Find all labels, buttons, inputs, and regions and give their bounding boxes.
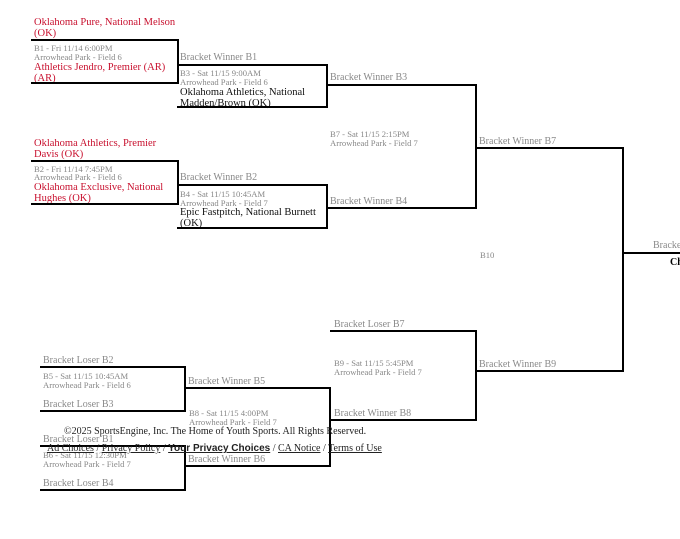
b4-bottom-team[interactable]: Epic Fastpitch, National Burnett (OK) (180, 207, 316, 229)
bracket-line (177, 106, 328, 108)
b8-top-slot: Bracket Winner B5 (188, 376, 266, 387)
bracket-line (40, 445, 186, 447)
bracket-line (475, 330, 477, 421)
b10-game-label: B10 (480, 250, 495, 260)
bracket-line (622, 252, 680, 254)
bracket-line (326, 84, 477, 86)
b3-game-location: Arrowhead Park - Field 6 (180, 77, 268, 87)
b10-top-slot: Bracket Winner B7 (479, 136, 557, 147)
b9-top-slot: Bracket Loser B7 (334, 319, 405, 330)
b4-game-location: Arrowhead Park - Field 7 (180, 198, 268, 208)
b4-game-time: B4 - Sat 11/15 10:45AM (180, 189, 266, 199)
bracket-line (475, 84, 477, 209)
final-slot-label: Bracke (653, 240, 680, 251)
b3-top-slot: Bracket Winner B1 (180, 52, 258, 63)
ad-choices-link[interactable]: Ad Choices (47, 443, 94, 454)
bracket-line (40, 489, 186, 491)
footer-separator: / (272, 443, 276, 454)
b5-game-time: B5 - Sat 11/15 10:45AM (43, 371, 129, 381)
bracket-line (475, 147, 624, 149)
bracket-line (40, 366, 186, 368)
b6-game-location: Arrowhead Park - Field 7 (43, 459, 131, 469)
b1-team1[interactable]: Oklahoma Pure, National Melson (OK) (34, 17, 176, 39)
b4-top-slot: Bracket Winner B2 (180, 172, 258, 183)
footer-separator: / (96, 443, 100, 454)
bracket-line (184, 387, 331, 389)
bracket-line (177, 184, 328, 186)
b8-game-location: Arrowhead Park - Field 7 (189, 417, 277, 427)
b7-bottom-slot: Bracket Winner B4 (330, 196, 408, 207)
b10-bottom-slot: Bracket Winner B9 (479, 359, 557, 370)
bracket-line (184, 366, 186, 412)
bracket-line (184, 445, 186, 491)
b2-game-location: Arrowhead Park - Field 6 (34, 172, 122, 182)
bracket-line (329, 387, 331, 467)
footer-separator: / (323, 443, 326, 454)
b3-game-time: B3 - Sat 11/15 9:00AM (180, 68, 261, 78)
b2-game-time: B2 - Fri 11/14 7:45PM (34, 164, 113, 174)
bracket-line (330, 419, 477, 421)
bracket-line (326, 207, 477, 209)
b2-team1[interactable]: Oklahoma Athletics, Premier Davis (OK) (34, 138, 157, 160)
bracket-line (177, 39, 179, 84)
bracket-line (177, 64, 328, 66)
terms-of-use-link[interactable]: Terms of Use (328, 443, 382, 454)
bracket-line (31, 82, 179, 84)
b5-top-slot: Bracket Loser B2 (43, 355, 114, 366)
b2-team2[interactable]: Oklahoma Exclusive, National Hughes (OK) (34, 182, 164, 204)
champion-label: Ch (670, 257, 680, 268)
b1-game-location: Arrowhead Park - Field 6 (34, 52, 122, 62)
bracket-line (184, 465, 331, 467)
footer-copyright: ©2025 SportsEngine, Inc. The Home of You… (64, 426, 367, 437)
privacy-choices-link[interactable]: Your Privacy Choices (168, 443, 271, 454)
bracket-line (330, 330, 477, 332)
b9-bottom-slot: Bracket Winner B8 (334, 408, 412, 419)
bracket-line (40, 410, 186, 412)
bracket-line (177, 227, 328, 229)
bracket-line (475, 370, 624, 372)
bracket-line (31, 39, 179, 41)
bracket-line (177, 160, 179, 205)
bracket-line (326, 64, 328, 108)
b7-game-location: Arrowhead Park - Field 7 (330, 138, 418, 148)
b6-game-time: B6 - Sat 11/15 12:30PM (43, 450, 127, 460)
b6-bottom-slot: Bracket Loser B4 (43, 478, 114, 489)
bracket-line (31, 160, 179, 162)
b5-game-location: Arrowhead Park - Field 6 (43, 380, 131, 390)
b6-top-slot: Bracket Loser B1 (43, 434, 114, 445)
b9-game-location: Arrowhead Park - Field 7 (334, 367, 422, 377)
footer-separator: / (162, 443, 166, 454)
bracket-line (31, 203, 179, 205)
b7-game-time: B7 - Sat 11/15 2:15PM (330, 129, 410, 139)
footer-links: Ad Choices / Privacy Policy / Your Priva… (47, 443, 382, 454)
b7-top-slot: Bracket Winner B3 (330, 72, 408, 83)
b1-game-time: B1 - Fri 11/14 6:00PM (34, 43, 113, 53)
bracket-line (326, 184, 328, 229)
ca-notice-link[interactable]: CA Notice (278, 443, 321, 454)
b8-game-time: B8 - Sat 11/15 4:00PM (189, 408, 269, 418)
b5-bottom-slot: Bracket Loser B3 (43, 399, 114, 410)
b8-bottom-slot: Bracket Winner B6 (188, 454, 266, 465)
b9-game-time: B9 - Sat 11/15 5:45PM (334, 358, 414, 368)
b1-team2[interactable]: Athletics Jendro, Premier (AR) (AR) (34, 62, 166, 84)
privacy-policy-link[interactable]: Privacy Policy (101, 443, 161, 454)
bracket-line (622, 147, 624, 372)
b3-bottom-team[interactable]: Oklahoma Athletics, National Madden/Brow… (180, 87, 306, 109)
